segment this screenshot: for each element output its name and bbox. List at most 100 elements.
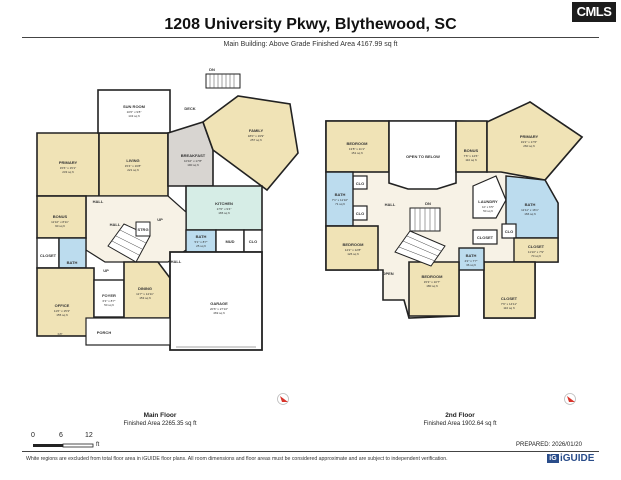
second-clo-c-label: CLO xyxy=(505,229,513,234)
main-primary-label: PRIMARY xyxy=(59,160,78,165)
second-clo-a-label: CLO xyxy=(356,181,364,186)
main-deck-label: DECK xyxy=(184,106,195,111)
bedroom-a-area: 151 sq ft xyxy=(351,151,363,155)
second-laundry xyxy=(472,175,507,219)
bedroom-a-dims: 13'8" x 11'1" xyxy=(349,147,365,151)
second-bath-c-dims: 4'2" x 7'7" xyxy=(464,259,477,263)
closet-b-label: CLOSET xyxy=(528,244,545,249)
mud-label: MUD xyxy=(225,239,234,244)
bedroom-a-label: BEDROOM xyxy=(347,141,369,146)
second-bath-b-label: BATH xyxy=(525,202,536,207)
main-closet-label: CLOSET xyxy=(40,253,57,258)
second-bonus-room xyxy=(455,120,488,173)
bedroom-b-area: 126 sq ft xyxy=(347,252,359,256)
family-area: 257 sq ft xyxy=(250,138,262,142)
second-bonus-label: BONUS xyxy=(464,148,479,153)
laundry-area: 50 sq ft xyxy=(483,209,493,213)
sun-room-dims: 10'0" x 9'8" xyxy=(127,110,142,114)
second-bath-b-area: 166 sq ft xyxy=(524,212,536,216)
main-floor-name: Main Floor xyxy=(143,412,177,419)
scale-tick-0: 0 xyxy=(31,432,35,439)
main-bonus-dims: 11'10" x 8'11" xyxy=(51,220,69,224)
main-primary-dims: 15'6" x 15'1" xyxy=(60,166,76,170)
closet-b-area: 70 sq ft xyxy=(531,254,541,258)
main-hall-label-c: HALL xyxy=(171,259,182,264)
iguide-name: iGUIDE xyxy=(560,453,595,464)
second-closet-b xyxy=(513,237,559,263)
sun-room-area: 143 sq ft xyxy=(128,114,140,118)
main-primary-area: 233 sq ft xyxy=(62,170,74,174)
kitchen-area: 165 sq ft xyxy=(218,211,230,215)
second-bath-a-area: 71 sq ft xyxy=(335,202,345,206)
bedroom-c xyxy=(408,261,460,317)
main-floor-plan: DN DECK SUN ROOM 10'0" x 9'8" 143 sq ft … xyxy=(36,67,299,351)
bedroom-c-area: 180 sq ft xyxy=(426,284,438,288)
closet-c-label: CLOSET xyxy=(501,296,518,301)
main-office-room xyxy=(36,267,95,337)
garage-area: 469 sq ft xyxy=(213,311,225,315)
second-floor-plan: BEDROOM 13'8" x 11'1" 151 sq ft OPEN TO … xyxy=(325,101,584,319)
page-title: 1208 University Pkwy, Blythewood, SC xyxy=(164,16,457,33)
main-bonus-area: 90 sq ft xyxy=(55,224,65,228)
second-bath-c-label: BATH xyxy=(466,253,477,258)
scale-bar xyxy=(33,443,94,448)
main-bath-a-label: BATH xyxy=(196,234,207,239)
main-compass-icon xyxy=(277,393,289,405)
breakfast-area: 190 sq ft xyxy=(187,163,199,167)
bedroom-b-dims: 14'2" x 12'8" xyxy=(345,248,361,252)
closet-b-dims: 11'10" x 7'9" xyxy=(528,250,544,254)
main-porch xyxy=(85,317,171,346)
main-bonus-room xyxy=(36,195,87,239)
second-hall-label: HALL xyxy=(385,202,396,207)
living-dims: 15'4" x 16'8" xyxy=(125,164,141,168)
main-up-label: UP xyxy=(103,268,109,273)
footnote: White regions are excluded from total fl… xyxy=(26,456,448,462)
second-primary-area: 260 sq ft xyxy=(523,144,535,148)
second-clo-c xyxy=(501,223,517,239)
main-bath-b-label: BATH xyxy=(67,260,78,265)
main-bonus-label: BONUS xyxy=(53,214,68,219)
second-floor-area: Finished Area 1902.64 sq ft xyxy=(423,421,497,427)
second-bath-a-dims: 7'1" x 11'10" xyxy=(332,198,348,202)
prepared-date: PREPARED: 2026/01/20 xyxy=(516,442,582,448)
second-floor-caption: 2nd Floor Finished Area 1902.64 sq ft xyxy=(390,412,530,428)
main-floor-area: Finished Area 2265.35 sq ft xyxy=(123,421,197,427)
breakfast-label: BREAKFAST xyxy=(181,153,206,158)
scale-tick-12: 12 xyxy=(85,432,93,439)
breakfast-dims: 10'10" x 17'8" xyxy=(184,159,202,163)
main-up-label-b: UP xyxy=(157,217,163,222)
main-deck-stairs xyxy=(205,73,241,89)
living-area: 221 sq ft xyxy=(127,168,139,172)
second-bath-c xyxy=(458,247,485,271)
foyer-dims: 6'3" x 8'7" xyxy=(102,299,115,303)
bedroom-b-label: BEDROOM xyxy=(343,242,365,247)
main-hall-label-a: HALL xyxy=(93,199,104,204)
kitchen-label: KITCHEN xyxy=(215,201,233,206)
bedroom-b xyxy=(325,225,379,271)
second-primary-label: PRIMARY xyxy=(520,134,539,139)
second-primary-dims: 19'2" x 17'6" xyxy=(521,140,537,144)
second-bath-b-dims: 11'11" x 16'1" xyxy=(521,208,539,212)
second-floor-name: 2nd Floor xyxy=(445,412,475,419)
second-compass-icon xyxy=(564,393,576,405)
second-bonus-area: 110 sq ft xyxy=(465,158,476,162)
foyer-area: 50 sq ft xyxy=(104,303,114,307)
office-dims: 11'6" x 15'3" xyxy=(54,309,70,313)
office-area: 155 sq ft xyxy=(56,313,68,317)
living-label: LIVING xyxy=(126,158,139,163)
closet-c-area: 110 sq ft xyxy=(503,306,514,310)
second-staircase xyxy=(394,207,446,267)
second-bath-a-label: BATH xyxy=(335,192,346,197)
kitchen-dims: 17'0" x 9'4" xyxy=(217,207,232,211)
second-closet-label: CLOSET xyxy=(477,235,494,240)
laundry-label: LAUNDRY xyxy=(478,199,498,204)
open-label: OPEN xyxy=(382,271,393,276)
second-dn-label: DN xyxy=(425,201,431,206)
iguide-icon: iG xyxy=(547,454,559,463)
second-bonus-dims: 7'6" x 14'6" xyxy=(464,154,479,158)
fp-label: F/P xyxy=(58,332,63,336)
scale-unit: ft xyxy=(96,442,100,448)
title-divider xyxy=(22,37,599,38)
